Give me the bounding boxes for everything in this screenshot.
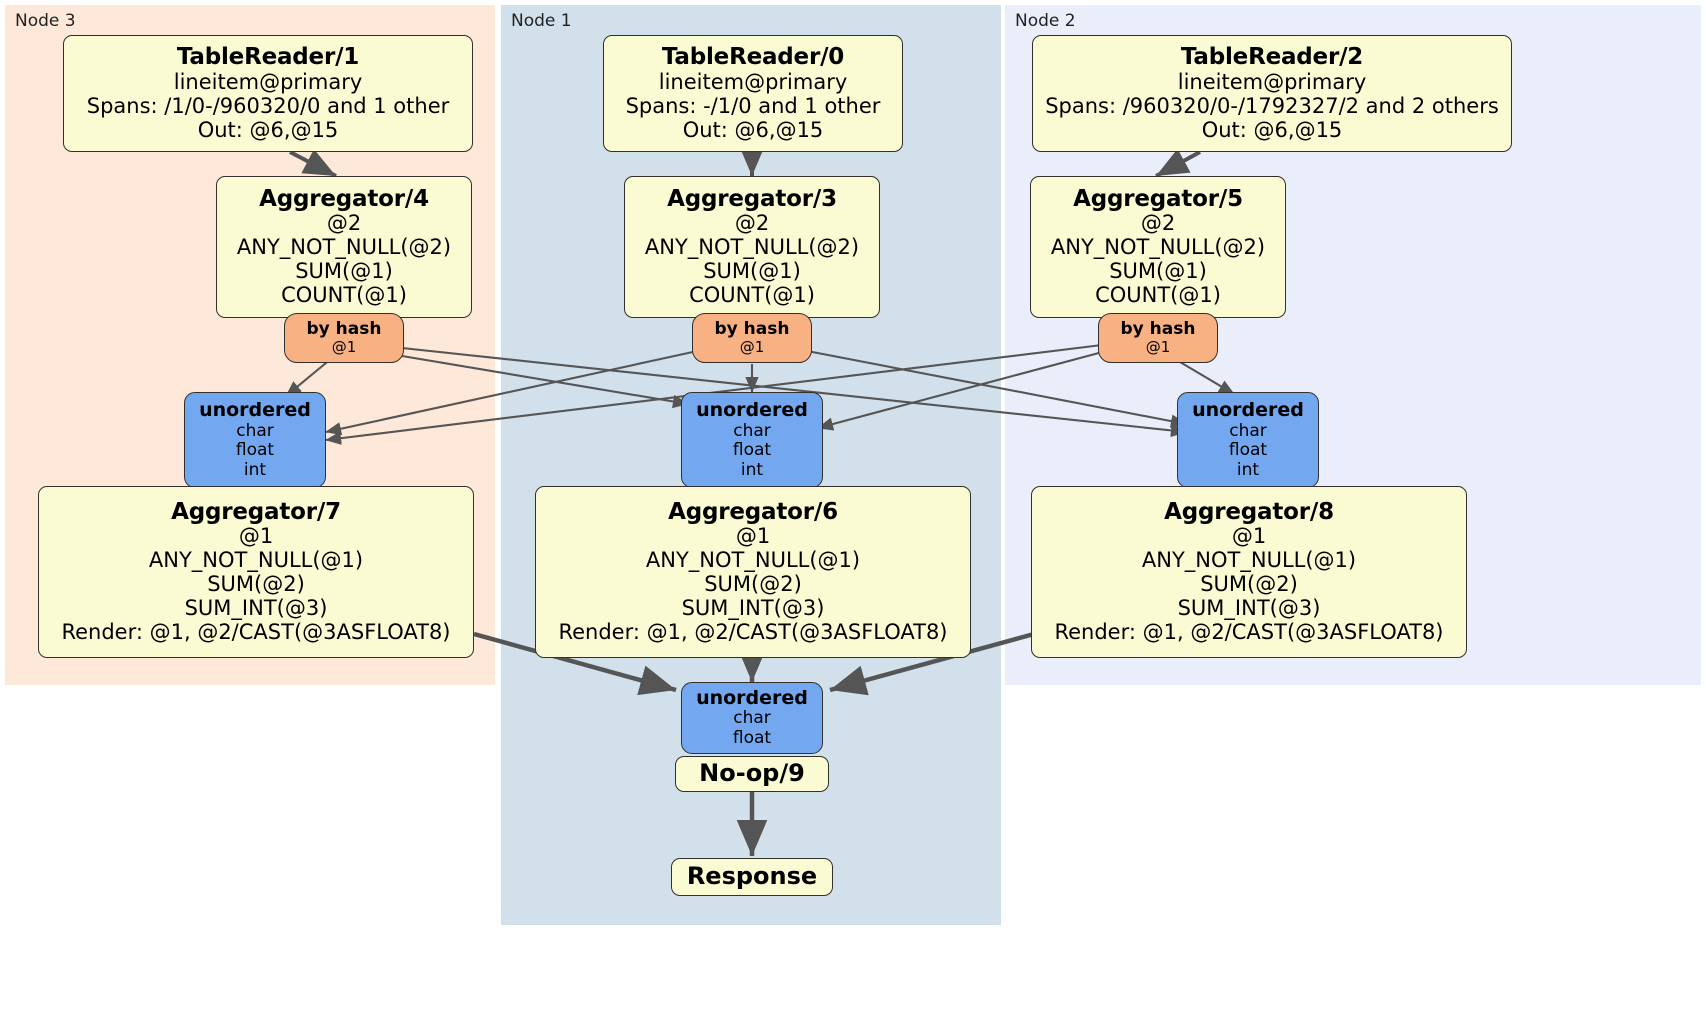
processor-aggregator-6[interactable]: Aggregator/6 @1 ANY_NOT_NULL(@1) SUM(@2)… [535,486,971,658]
processor-title: Aggregator/4 [259,186,429,213]
panel-node-2-label: Node 2 [1015,11,1076,31]
synchronizer-type-line: int [1236,459,1260,480]
synchronizer-type-line: int [243,459,267,480]
processor-title: Response [686,862,818,891]
processor-detail-line: COUNT(@1) [1095,283,1221,308]
processor-detail-line: SUM(@2) [1200,572,1298,597]
processor-detail-line: @2 [734,211,770,236]
processor-detail-line: SUM(@1) [295,259,393,284]
router-by-hash-right[interactable]: by hash @1 [1098,313,1218,363]
processor-title: Aggregator/5 [1073,186,1243,213]
synchronizer-title: unordered [696,399,808,422]
processor-detail-line: lineitem@primary [1177,69,1367,94]
processor-tablereader-0[interactable]: TableReader/0 lineitem@primary Spans: -/… [603,35,903,152]
router-by-hash-left[interactable]: by hash @1 [284,313,404,363]
processor-title: TableReader/1 [176,44,360,71]
processor-detail-line: Spans: /960320/0-/1792327/2 and 2 others [1045,93,1499,118]
processor-detail-line: ANY_NOT_NULL(@1) [148,548,364,573]
router-by-hash-center[interactable]: by hash @1 [692,313,812,363]
processor-detail-line: SUM_INT(@3) [1177,596,1321,621]
processor-noop-9[interactable]: No-op/9 [675,756,829,792]
processor-detail-line: ANY_NOT_NULL(@1) [645,548,861,573]
router-detail-line: @1 [331,338,357,357]
processor-tablereader-1[interactable]: TableReader/1 lineitem@primary Spans: /1… [63,35,473,152]
panel-node-1-label: Node 1 [511,11,572,31]
processor-detail-line: SUM_INT(@3) [681,596,825,621]
processor-detail-line: @2 [1140,211,1176,236]
processor-aggregator-5[interactable]: Aggregator/5 @2 ANY_NOT_NULL(@2) SUM(@1)… [1030,176,1286,318]
synchronizer-unordered-center[interactable]: unordered char float int [681,392,823,488]
processor-title: Aggregator/3 [667,186,837,213]
synchronizer-title: unordered [199,399,311,422]
processor-aggregator-4[interactable]: Aggregator/4 @2 ANY_NOT_NULL(@2) SUM(@1)… [216,176,472,318]
processor-aggregator-3[interactable]: Aggregator/3 @2 ANY_NOT_NULL(@2) SUM(@1)… [624,176,880,318]
processor-title: No-op/9 [699,759,805,788]
synchronizer-type-line: float [1228,440,1268,461]
processor-detail-line: @1 [1231,524,1267,549]
processor-title: TableReader/2 [1180,44,1364,71]
processor-response[interactable]: Response [671,858,833,896]
synchronizer-title: unordered [696,686,808,709]
synchronizer-title: unordered [1192,399,1304,422]
router-title: by hash [1120,318,1196,339]
processor-detail-line: SUM(@2) [704,572,802,597]
synchronizer-unordered-left[interactable]: unordered char float int [184,392,326,488]
processor-aggregator-7[interactable]: Aggregator/7 @1 ANY_NOT_NULL(@1) SUM(@2)… [38,486,474,658]
processor-detail-line: SUM(@1) [703,259,801,284]
processor-detail-line: lineitem@primary [658,69,848,94]
processor-render-line: Render: @1, @2/CAST(@3ASFLOAT8) [558,620,948,645]
synchronizer-type-line: char [733,420,771,441]
processor-detail-line: Spans: -/1/0 and 1 other [625,93,881,118]
processor-detail-line: SUM_INT(@3) [184,596,328,621]
processor-detail-line: COUNT(@1) [281,283,407,308]
router-title: by hash [714,318,790,339]
processor-detail-line: Spans: /1/0-/960320/0 and 1 other [86,93,450,118]
synchronizer-unordered-final[interactable]: unordered char float [681,682,823,754]
processor-title: TableReader/0 [661,44,845,71]
processor-detail-line: lineitem@primary [173,69,363,94]
synchronizer-type-line: char [1229,420,1267,441]
synchronizer-type-line: char [236,420,274,441]
processor-detail-line: SUM(@1) [1109,259,1207,284]
panel-node-3-label: Node 3 [15,11,76,31]
processor-tablereader-2[interactable]: TableReader/2 lineitem@primary Spans: /9… [1032,35,1512,152]
processor-detail-line: @2 [326,211,362,236]
processor-detail-line: COUNT(@1) [689,283,815,308]
processor-detail-line: ANY_NOT_NULL(@2) [1050,235,1266,260]
processor-title: Aggregator/7 [171,499,341,526]
processor-detail-line: ANY_NOT_NULL(@2) [644,235,860,260]
processor-detail-line: @1 [735,524,771,549]
processor-title: Aggregator/6 [668,499,838,526]
processor-detail-line: @1 [238,524,274,549]
processor-detail-line: ANY_NOT_NULL(@2) [236,235,452,260]
processor-detail-line: ANY_NOT_NULL(@1) [1141,548,1357,573]
synchronizer-type-line: float [732,727,772,748]
router-detail-line: @1 [739,338,765,357]
processor-detail-line: Out: @6,@15 [197,117,339,142]
router-detail-line: @1 [1145,338,1171,357]
router-title: by hash [306,318,382,339]
synchronizer-unordered-right[interactable]: unordered char float int [1177,392,1319,488]
processor-render-line: Render: @1, @2/CAST(@3ASFLOAT8) [1054,620,1444,645]
processor-title: Aggregator/8 [1164,499,1334,526]
synchronizer-type-line: char [733,708,771,729]
processor-detail-line: Out: @6,@15 [682,117,824,142]
synchronizer-type-line: float [732,440,772,461]
processor-render-line: Render: @1, @2/CAST(@3ASFLOAT8) [61,620,451,645]
synchronizer-type-line: float [235,440,275,461]
synchronizer-type-line: int [740,459,764,480]
processor-detail-line: Out: @6,@15 [1201,117,1343,142]
processor-detail-line: SUM(@2) [207,572,305,597]
processor-aggregator-8[interactable]: Aggregator/8 @1 ANY_NOT_NULL(@1) SUM(@2)… [1031,486,1467,658]
